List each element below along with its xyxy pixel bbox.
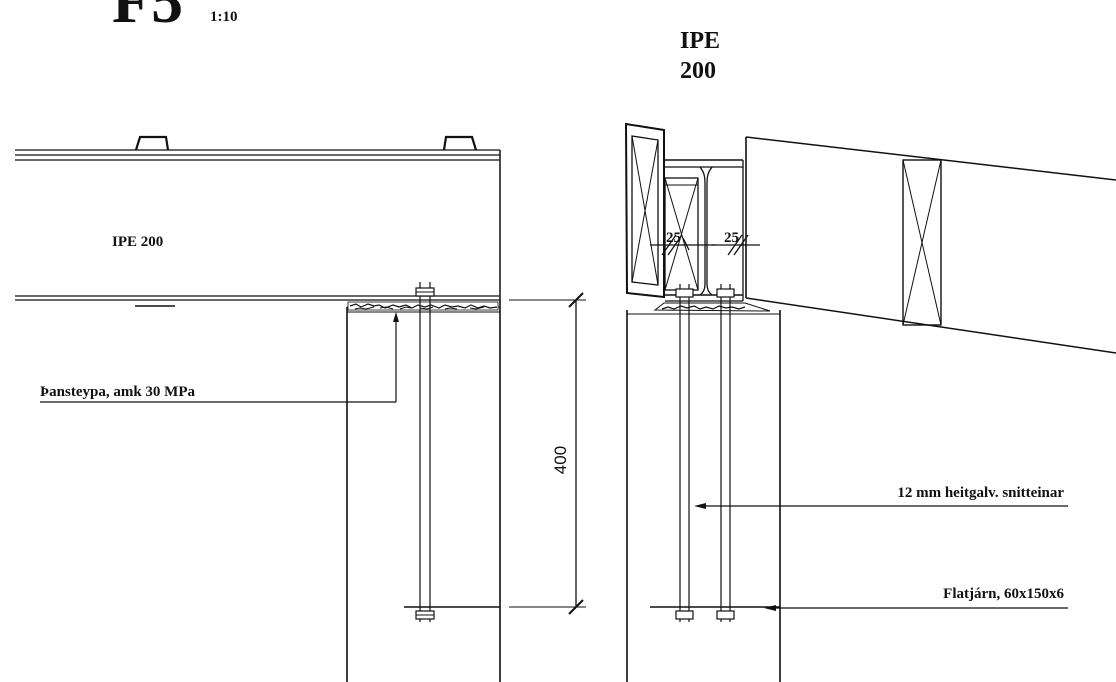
- timber-block-left: [624, 122, 665, 299]
- grout-layer-right: [653, 302, 771, 312]
- dimension-400-label: 400: [551, 446, 570, 474]
- column-left: [346, 300, 501, 682]
- threaded-rod-right-1: [675, 284, 694, 622]
- timber-beam-right: [745, 136, 1116, 354]
- dimension-400: [509, 292, 586, 615]
- bolt-leader: [694, 503, 1068, 509]
- beam-profile-label: IPE 200: [112, 234, 163, 250]
- ipe-section: [665, 159, 744, 302]
- threaded-rod-right-2: [716, 284, 735, 622]
- plate-leader: [764, 605, 1068, 611]
- column-right: [626, 310, 781, 682]
- grout-label: Þansteypa, amk 30 MPa: [40, 384, 195, 400]
- weld-symbol-left: [650, 234, 715, 256]
- plate-label: Flatjárn, 60x150x6: [943, 586, 1064, 602]
- grout-layer-left: [347, 301, 499, 311]
- weld-symbol-right: [712, 234, 760, 256]
- threaded-rod-left: [404, 282, 500, 622]
- bolts-label: 12 mm heitgalv. snitteinar: [897, 485, 1064, 501]
- section-profile-line2: 200: [680, 58, 716, 84]
- section-profile-line1: IPE: [680, 28, 720, 54]
- weld-left-label: 25: [666, 230, 681, 246]
- detail-id: F5: [112, 0, 183, 36]
- beam-elevation: [15, 135, 501, 307]
- weld-right-label: 25: [724, 230, 739, 246]
- grout-leader: [40, 312, 399, 403]
- detail-scale: 1:10: [210, 9, 238, 25]
